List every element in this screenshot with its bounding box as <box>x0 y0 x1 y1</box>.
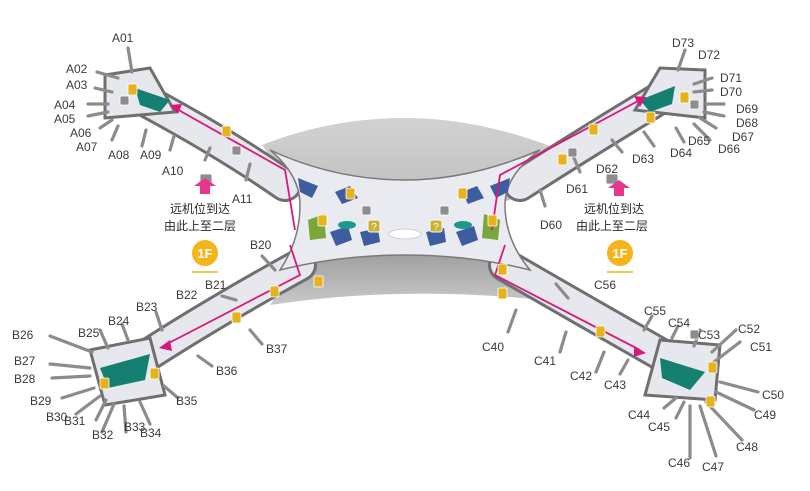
gate-label: C40 <box>482 340 504 354</box>
gate-label: B24 <box>108 314 130 328</box>
gate-label: A02 <box>66 62 88 76</box>
gate-label: C53 <box>698 328 720 342</box>
floor-badge-label: 1F <box>612 246 627 261</box>
escalator-icons <box>119 95 700 340</box>
gate-label: D66 <box>718 142 740 156</box>
floor-badge-label: 1F <box>197 246 212 261</box>
gate-label: D69 <box>736 102 758 116</box>
lounges <box>100 86 705 390</box>
gate-label: C51 <box>750 340 772 354</box>
gate-label: A10 <box>162 164 184 178</box>
gate-label: B35 <box>176 394 198 408</box>
gate-label: B20 <box>250 238 272 252</box>
up-arrow-icon <box>608 180 630 196</box>
note-line2: 由此上至二层 <box>576 219 648 233</box>
restroom-icons <box>99 83 718 408</box>
central-atrium <box>388 228 422 240</box>
seating-areas <box>298 178 510 246</box>
gate-label: D72 <box>698 48 720 62</box>
gate-labels-c: C40 C41 C42 C43 C44 C45 C46 C47 C48 C49 … <box>482 278 784 474</box>
up-arrow-icon <box>194 178 216 194</box>
gate-label: C48 <box>736 440 758 454</box>
gate-labels-b: B20 B21 B22 B23 B24 B25 B26 B27 B28 B29 … <box>12 238 288 442</box>
gate-label: D65 <box>688 134 710 148</box>
gate-label: D73 <box>672 36 694 50</box>
note-line1: 远机位到达 <box>584 201 644 216</box>
gate-label: B28 <box>14 372 36 386</box>
gate-label: B31 <box>64 414 86 428</box>
gate-label: A01 <box>112 31 134 45</box>
remote-arrival-note-left: 远机位到达 由此上至二层 1F <box>164 178 236 273</box>
gate-labels-d: D60 D61 D62 D63 D64 D65 D66 D67 D68 D69 … <box>540 36 758 232</box>
gate-label: D68 <box>736 116 758 130</box>
gate-label: C45 <box>648 420 670 434</box>
gate-label: B21 <box>205 278 227 292</box>
gate-labels-a: A01 A02 A03 A04 A05 A06 A07 A08 A09 A10 … <box>54 31 253 206</box>
gate-label: A09 <box>140 148 162 162</box>
floor-badge-icon <box>192 240 218 266</box>
gate-label: B33 <box>124 420 146 434</box>
gate-label: C50 <box>762 388 784 402</box>
gate-label: A06 <box>70 126 92 140</box>
gate-label: A05 <box>54 112 76 126</box>
gate-label: D70 <box>720 85 742 99</box>
jetways <box>48 46 760 460</box>
floor-badge-icon <box>607 240 633 266</box>
gate-label: C47 <box>702 460 724 474</box>
gate-label: D64 <box>670 146 692 160</box>
gate-label: A08 <box>108 148 130 162</box>
gate-label: C56 <box>594 278 616 292</box>
gate-label: A07 <box>76 140 98 154</box>
note-line1: 远机位到达 <box>170 201 230 216</box>
gate-label: B37 <box>266 342 288 356</box>
gate-label: D62 <box>596 162 618 176</box>
gate-label: C44 <box>628 408 650 422</box>
info-icon: ? ? <box>367 219 443 233</box>
gate-label: A11 <box>232 192 253 206</box>
teal-pools <box>338 221 472 229</box>
gate-label: B27 <box>14 354 36 368</box>
gate-label: C54 <box>668 316 690 330</box>
gate-label: B29 <box>30 394 52 408</box>
gate-label: C46 <box>668 456 690 470</box>
gate-label: B32 <box>92 428 114 442</box>
gate-label: C52 <box>738 322 760 336</box>
gate-label: B26 <box>12 328 34 342</box>
gate-label: B36 <box>216 364 238 378</box>
svg-text:?: ? <box>371 222 377 233</box>
gate-label: D63 <box>632 152 654 166</box>
gate-label: C55 <box>644 304 666 318</box>
svg-text:?: ? <box>433 222 439 233</box>
gate-label: B23 <box>136 300 158 314</box>
gate-label: B25 <box>78 326 100 340</box>
gate-label: A03 <box>66 78 88 92</box>
gate-label: C43 <box>604 378 626 392</box>
gate-label: C49 <box>754 408 776 422</box>
note-line2: 由此上至二层 <box>164 219 236 233</box>
lower-hall <box>270 251 540 305</box>
gate-label: C42 <box>570 369 592 383</box>
gate-label: B34 <box>140 426 162 440</box>
gate-label: C41 <box>534 354 556 368</box>
gate-label: A04 <box>54 98 76 112</box>
gate-label: D61 <box>566 182 588 196</box>
remote-arrival-note-right: 远机位到达 由此上至二层 1F <box>576 180 648 273</box>
gate-label: D67 <box>732 130 754 144</box>
gate-label: D60 <box>540 218 562 232</box>
gate-label: B30 <box>46 410 68 424</box>
gate-label: D71 <box>720 71 742 85</box>
gate-label: B22 <box>176 288 198 302</box>
